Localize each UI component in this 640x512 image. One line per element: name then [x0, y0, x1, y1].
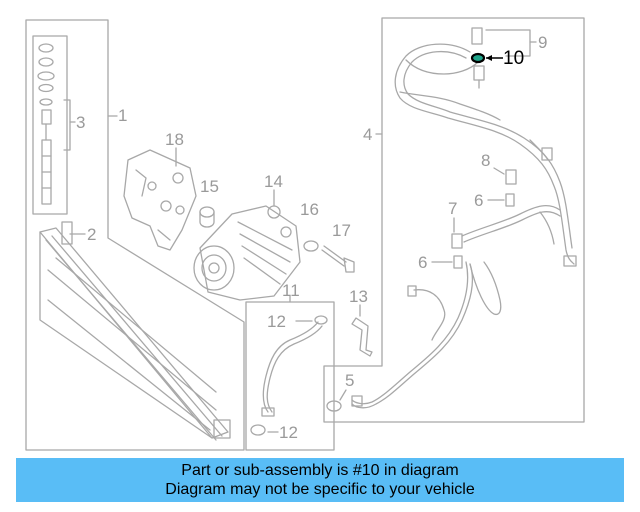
o-ring	[303, 240, 319, 252]
callout-label-4: 4	[363, 125, 372, 144]
callout-leader-5	[339, 389, 347, 401]
callout-label-12a: 12	[267, 312, 286, 331]
seal-ring	[326, 400, 342, 412]
callout-label-13: 13	[349, 287, 368, 306]
callout-label-17: 17	[332, 221, 351, 240]
line-bracket	[351, 317, 373, 357]
callout-label-16: 16	[300, 200, 319, 219]
callout-label-10: 10	[503, 48, 524, 69]
parts-diagram: 1 2 3 4 5 6 6 7 8 9 10 11 12 12 13 14 15…	[25, 17, 585, 451]
callout-label-3: 3	[76, 113, 85, 132]
callout-label-8: 8	[481, 151, 490, 170]
callout-label-7: 7	[448, 199, 457, 218]
bracket	[123, 149, 197, 251]
banner-line-2: Diagram may not be specific to your vehi…	[165, 481, 475, 498]
callout-label-15: 15	[200, 177, 219, 196]
sleeve	[199, 206, 215, 228]
callout-labels: 1 2 3 4 5 6 6 7 8 9 10 11 12 12 13 14 15…	[76, 33, 547, 442]
assembly-frame-1	[25, 19, 245, 451]
banner-line-1: Part or sub-assembly is #10 in diagram	[181, 462, 459, 479]
callout-label-2: 2	[87, 225, 96, 244]
callout-bracket-9	[485, 29, 531, 57]
fittings	[451, 169, 517, 269]
info-banner: Part or sub-assembly is #10 in diagram D…	[16, 458, 624, 502]
callout-label-6a: 6	[418, 253, 427, 272]
assembly-frame-4	[323, 17, 585, 423]
pressure-line	[261, 315, 328, 417]
callout-label-9: 9	[538, 33, 547, 52]
callout-label-14: 14	[264, 172, 283, 191]
bolt	[321, 245, 355, 273]
part-10-highlight	[470, 52, 503, 64]
callout-label-18: 18	[165, 130, 184, 149]
callout-label-5: 5	[345, 371, 354, 390]
callout-label-6b: 6	[474, 191, 483, 210]
condenser	[39, 221, 231, 441]
callout-label-1: 1	[118, 106, 127, 125]
callout-label-11: 11	[282, 281, 300, 300]
service-valve	[471, 27, 485, 89]
refrigerant-lines	[351, 43, 577, 409]
o-ring-part-10	[470, 52, 486, 64]
callout-label-12b: 12	[279, 423, 298, 442]
ac-compressor	[193, 205, 301, 301]
drier-cartridge-stack	[32, 35, 68, 215]
callout-bracket-3	[63, 99, 71, 151]
o-ring-lower	[250, 424, 266, 436]
callout-leader-8	[493, 167, 505, 175]
